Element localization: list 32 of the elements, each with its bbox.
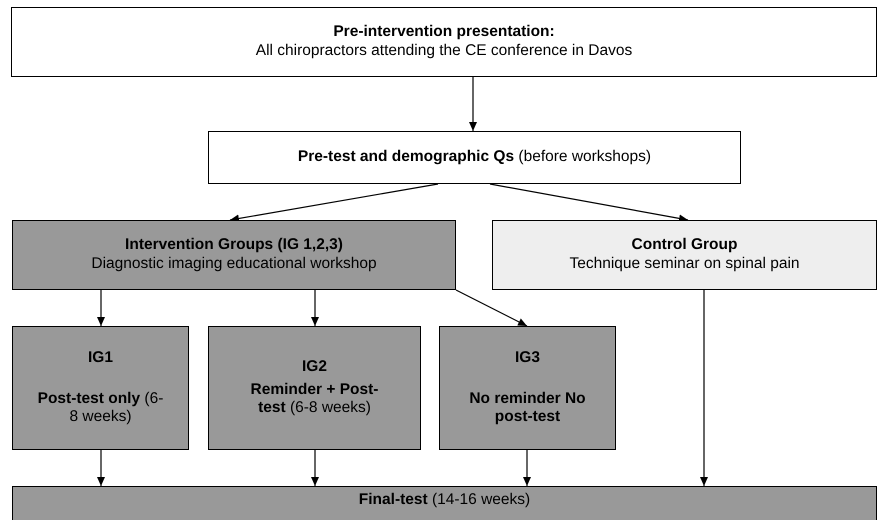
box-text: Final-test (14-16 weeks) <box>358 491 530 510</box>
box-text: Reminder + Post-test (6-8 weeks) <box>250 380 380 418</box>
process-box <box>12 326 189 450</box>
arrow <box>700 290 708 486</box>
box-text: Technique seminar on spinal pain <box>569 255 800 274</box>
arrow <box>230 183 438 222</box>
arrow <box>469 77 477 131</box>
process-box <box>11 7 877 77</box>
process-box <box>208 326 421 450</box>
box-heading: IG2 <box>302 358 327 377</box>
box-heading: IG3 <box>515 349 540 368</box>
box-heading: IG1 <box>88 349 113 368</box>
process-box <box>12 220 456 290</box>
box-heading: Control Group <box>632 236 738 255</box>
box-text: Diagnostic imaging educational workshop <box>91 255 377 274</box>
arrow <box>456 289 528 327</box>
box-text: Post-test only (6-8 weeks) <box>36 390 164 427</box>
arrow <box>97 450 105 486</box>
arrow <box>311 450 319 486</box>
process-box <box>208 131 741 184</box>
box-text: No reminder No post-test <box>468 390 587 427</box>
box-heading: Pre-intervention presentation: <box>333 23 555 42</box>
arrow <box>490 183 688 222</box>
box-text: Pre-test and demographic Qs (before workshops) <box>298 148 652 167</box>
arrow <box>311 290 319 326</box>
process-box <box>439 326 616 450</box>
box-heading: Intervention Groups (IG 1,2,3) <box>125 236 343 255</box>
process-box <box>492 220 877 290</box>
arrow <box>523 450 531 486</box>
box-text: All chiropractors attending the CE conference in Davos <box>256 42 632 61</box>
process-box <box>12 486 877 520</box>
arrow <box>97 290 105 326</box>
